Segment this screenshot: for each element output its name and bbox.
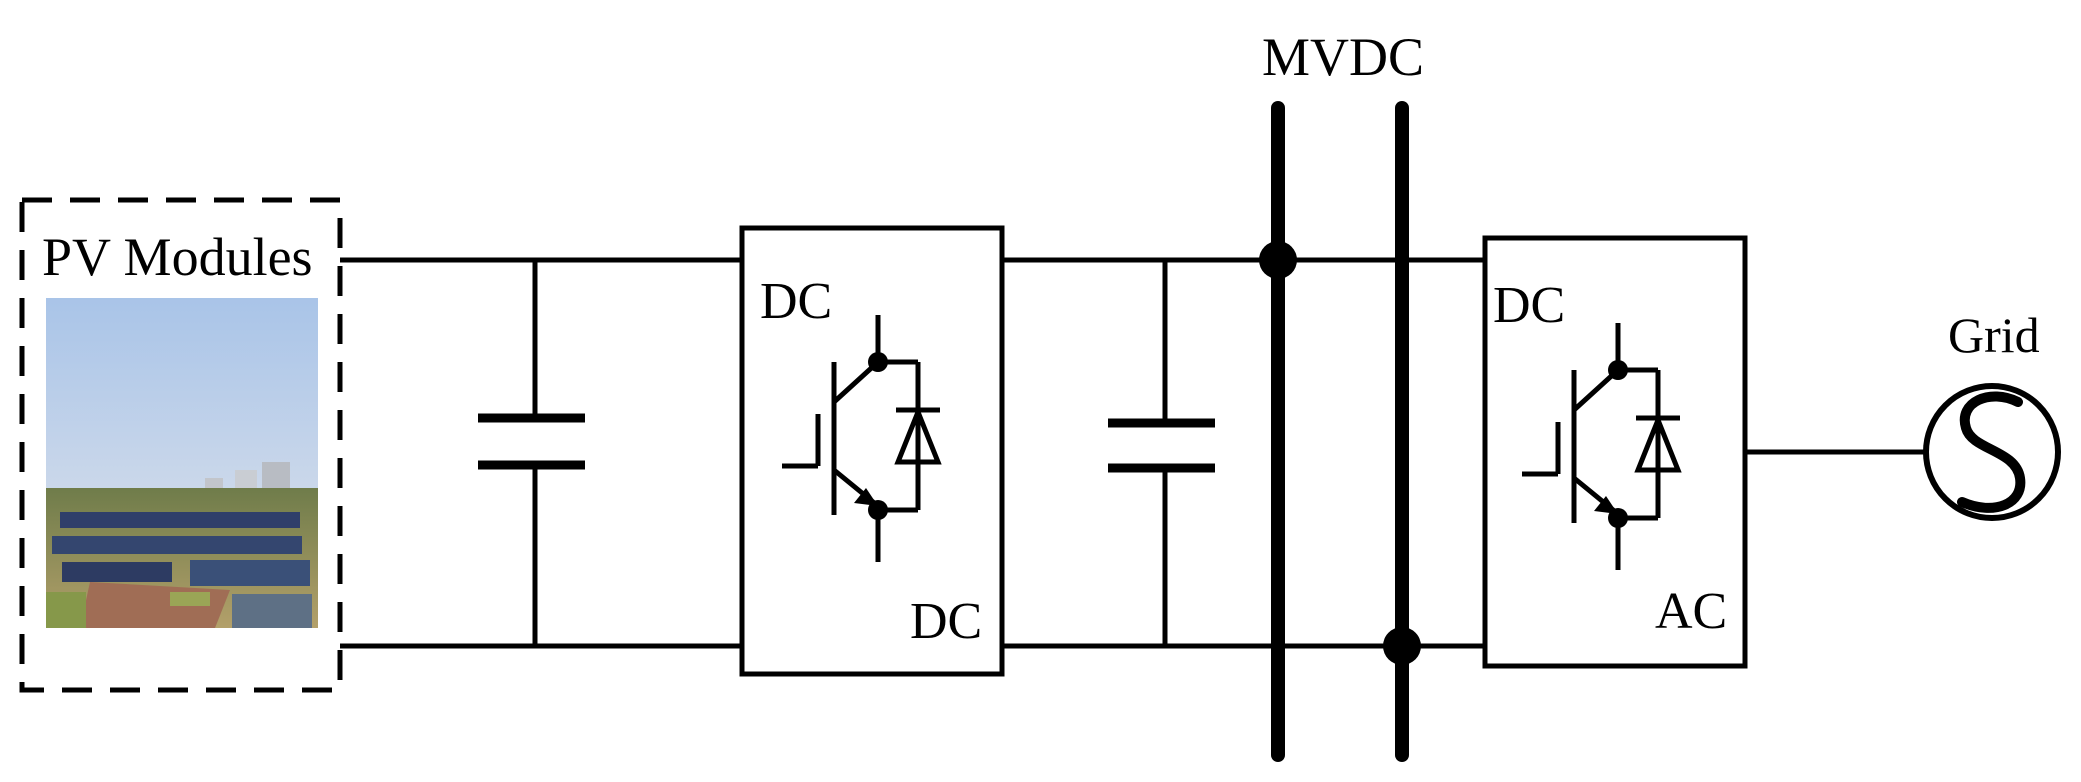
sine-wave-icon [1957, 391, 2026, 513]
mvdc-node-bottom [1383, 627, 1421, 665]
igbt-diode-switch-1-icon [782, 315, 942, 562]
mvdc-node-top [1259, 241, 1297, 279]
pv-modules-enclosure [19, 197, 343, 693]
pv-field-image [46, 298, 318, 628]
igbt-diode-switch-2-icon [1522, 323, 1682, 570]
mvdc-bus [1271, 101, 1409, 762]
pv-modules-label: PV Modules [42, 227, 313, 287]
capacitor-1 [478, 260, 585, 646]
dc-dc-output-label: DC [910, 593, 982, 650]
dc-ac-converter-box [1482, 235, 1748, 669]
dc-ac-output-label: AC [1655, 583, 1727, 640]
mvdc-label: MVDC [1262, 27, 1424, 87]
dc-dc-converter-box [739, 225, 1005, 677]
dc-ac-input-label: DC [1493, 277, 1565, 334]
capacitor-2 [1108, 260, 1215, 646]
grid-label: Grid [1948, 307, 2040, 363]
dc-dc-input-label: DC [760, 273, 832, 330]
